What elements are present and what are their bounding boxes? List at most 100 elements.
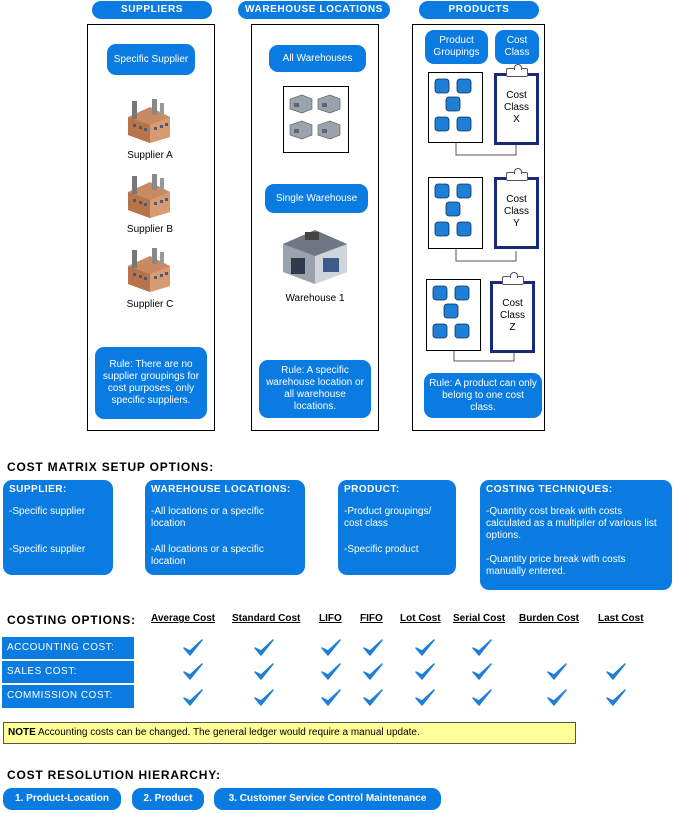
warehouse-group-icon (289, 94, 341, 140)
row-sales-cost: SALES COST: (2, 661, 134, 684)
product-groupings-bubble: Product Groupings (425, 30, 488, 64)
product-group-frame (428, 177, 483, 249)
supplier-option-box: SUPPLIER: -Specific supplier -Specific s… (3, 480, 113, 575)
cost-class-z-line1: Cost (502, 298, 523, 309)
product-stack-icon (434, 183, 472, 237)
specific-supplier-bubble: Specific Supplier (107, 44, 195, 75)
connector-line (455, 143, 517, 156)
product-stack-icon (434, 78, 472, 132)
checkmark-icon (472, 663, 492, 680)
supplier-option-line: -Specific supplier (9, 544, 86, 555)
single-warehouse-bubble: Single Warehouse (265, 184, 368, 213)
col-last-cost: Last Cost (598, 613, 644, 624)
product-stack-icon (432, 285, 470, 339)
checkmark-icon (363, 689, 383, 706)
product-group-frame (428, 72, 483, 143)
supplier-a-label: Supplier A (127, 150, 173, 161)
factory-icon (128, 174, 170, 218)
col-burden-cost: Burden Cost (519, 613, 579, 624)
warehouse-icon (283, 230, 347, 284)
checkmark-icon (415, 663, 435, 680)
checkmark-icon (254, 663, 274, 680)
product-option-line: -Product groupings/ cost class (344, 506, 432, 529)
checkmark-icon (321, 663, 341, 680)
costing-techniques-box: COSTING TECHNIQUES: -Quantity cost break… (480, 480, 672, 590)
col-serial-cost: Serial Cost (453, 613, 506, 624)
checkmark-icon (254, 689, 274, 706)
costing-techniques-heading: COSTING TECHNIQUES: (486, 484, 613, 495)
connector-line (455, 249, 517, 262)
clipboard-clamp-icon (505, 64, 528, 77)
hierarchy-title: COST RESOLUTION HIERARCHY: (7, 768, 221, 782)
suppliers-header: SUPPLIERS (92, 1, 212, 19)
hierarchy-item-product: 2. Product (132, 788, 204, 810)
note-label: NOTE (8, 727, 36, 738)
suppliers-rule: Rule: There are no supplier groupings fo… (95, 347, 207, 419)
checkmark-icon (321, 639, 341, 656)
warehouse-1-label: Warehouse 1 (285, 293, 345, 304)
checkmark-icon (183, 663, 203, 680)
warehouse-rule: Rule: A specific warehouse location or a… (259, 360, 371, 418)
warehouse-option-heading: WAREHOUSE LOCATIONS: (151, 484, 291, 495)
note-text: Accounting costs can be changed. The gen… (38, 727, 420, 738)
checkmark-icon (547, 663, 567, 680)
cost-class-x-letter: X (513, 114, 520, 125)
costing-technique-line: -Quantity price break with costs manuall… (486, 554, 626, 577)
product-option-box: PRODUCT: -Product groupings/ cost class … (338, 480, 456, 575)
checkmark-icon (547, 689, 567, 706)
cost-class-z-letter: Z (509, 322, 516, 333)
cost-class-x-line1: Cost (506, 90, 527, 101)
row-accounting-cost: ACCOUNTING COST: (2, 637, 134, 660)
checkmark-icon (254, 639, 274, 656)
warehouse-locations-header: WAREHOUSE LOCATIONS (238, 1, 390, 19)
checkmark-icon (183, 689, 203, 706)
product-group-frame (426, 279, 481, 351)
cost-class-y-letter: Y (513, 218, 520, 229)
checkmark-icon (363, 639, 383, 656)
cost-class-z-line2: Class (499, 310, 525, 321)
costing-technique-line: -Quantity cost break with costs calculat… (486, 506, 657, 541)
clipboard-clamp-icon (501, 272, 524, 285)
products-rule: Rule: A product can only belong to one c… (424, 373, 542, 418)
warehouse-option-box: WAREHOUSE LOCATIONS: -All locations or a… (145, 480, 305, 575)
products-header: PRODUCTS (419, 1, 539, 19)
hierarchy-item-product-location: 1. Product-Location (3, 788, 121, 810)
cost-class-y-line2: Class (503, 206, 529, 217)
cost-class-y-line1: Cost (506, 194, 527, 205)
checkmark-icon (472, 689, 492, 706)
product-option-line: -Specific product (344, 544, 419, 555)
checkmark-icon (183, 639, 203, 656)
factory-icon (128, 99, 170, 143)
col-standard-cost: Standard Cost (232, 613, 301, 624)
supplier-option-line: -Specific supplier (9, 506, 86, 517)
cost-class-y-clipboard: Cost Class Y (494, 168, 539, 249)
cost-class-x-line2: Class (503, 102, 529, 113)
all-warehouses-frame (283, 86, 349, 153)
checkmark-icon (606, 689, 626, 706)
cost-class-z-clipboard: Cost Class Z (490, 272, 535, 353)
checkmark-icon (363, 663, 383, 680)
cost-class-bubble: Cost Class (495, 30, 539, 64)
connector-line (453, 351, 515, 362)
checkmark-icon (472, 639, 492, 656)
note-bar: NOTE Accounting costs can be changed. Th… (3, 722, 576, 744)
checkmark-icon (606, 663, 626, 680)
warehouse-option-line: -All locations or a specific location (151, 544, 264, 567)
factory-icon (128, 248, 170, 292)
checkmark-icon (321, 689, 341, 706)
hierarchy-item-customer-service: 3. Customer Service Control Maintenance (214, 788, 441, 810)
supplier-c-label: Supplier C (126, 299, 174, 310)
col-average-cost: Average Cost (151, 613, 216, 624)
checkmark-icon (415, 689, 435, 706)
clipboard-clamp-icon (505, 168, 528, 181)
cost-class-x-clipboard: Cost Class X (494, 64, 539, 145)
row-commission-cost: COMMISSION COST: (2, 685, 134, 709)
supplier-option-heading: SUPPLIER: (9, 484, 67, 495)
checkmark-icon (415, 639, 435, 656)
costing-options-title: COSTING OPTIONS: (7, 613, 136, 627)
product-option-heading: PRODUCT: (344, 484, 400, 495)
supplier-b-label: Supplier B (126, 224, 174, 235)
cost-matrix-title: COST MATRIX SETUP OPTIONS: (7, 460, 215, 474)
all-warehouses-bubble: All Warehouses (269, 45, 366, 72)
col-lifo: LIFO (319, 613, 342, 624)
